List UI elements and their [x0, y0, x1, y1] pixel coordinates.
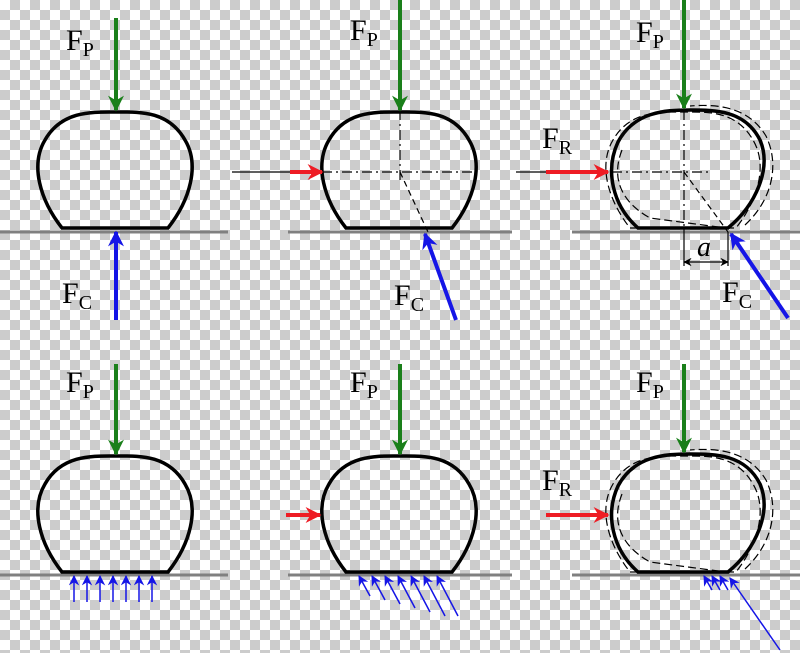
- panel-top-middle: FP FC: [232, 0, 512, 321]
- contact-force-small-arrow: [703, 575, 714, 591]
- tyre-outer-dashed: [689, 448, 774, 570]
- contact-force-small-arrow: [423, 575, 446, 617]
- contact-force-long-arrow: [729, 577, 781, 651]
- panel-bottom-right: FP FR: [542, 364, 800, 651]
- contact-force-label: FC: [722, 276, 752, 313]
- tyre-outline: [36, 454, 194, 574]
- contact-force-label: FC: [394, 279, 424, 316]
- resultant-dashed-line: [399, 171, 429, 233]
- contact-force-small-arrow: [719, 575, 730, 591]
- tyre-outline: [320, 454, 478, 574]
- panel-top-right: a FP FR FC: [516, 0, 800, 320]
- pressing-force-label: FP: [350, 14, 378, 51]
- contact-force-small-arrow: [711, 575, 722, 591]
- contact-force-label: FC: [62, 277, 92, 314]
- resultant-dashed-line: [683, 171, 729, 233]
- tyre-deformed-outline: [609, 452, 766, 574]
- tyre-outline: [36, 110, 194, 230]
- contact-force-small-arrow: [436, 575, 459, 617]
- panel-bottom-left: FP: [0, 364, 228, 602]
- tyre-outer-dashed: [689, 104, 774, 226]
- distributed-contact-forces: [703, 575, 781, 651]
- panel-top-left: FP FC: [0, 18, 228, 320]
- tyre-inner-dashed: [616, 149, 727, 229]
- distributed-contact-forces: [358, 575, 459, 617]
- contact-force-arrow: [729, 232, 790, 320]
- dimension-a-label: a: [697, 232, 711, 263]
- tyre-inner-dashed: [616, 493, 727, 573]
- distributed-contact-forces: [68, 574, 158, 602]
- pressing-force-label: FP: [350, 366, 378, 403]
- contact-force-small-arrow: [371, 575, 386, 601]
- lateral-force-label: FR: [542, 122, 573, 159]
- pressing-force-label: FP: [66, 366, 94, 403]
- panel-bottom-middle: FP: [286, 364, 512, 617]
- lateral-force-label: FR: [542, 464, 573, 501]
- tyre-outline: [320, 110, 478, 230]
- tyre-deformed-outline: [609, 108, 766, 230]
- contact-force-small-arrow: [358, 575, 371, 597]
- contact-force-small-arrow: [410, 575, 431, 613]
- pressing-force-label: FP: [636, 16, 664, 53]
- pressing-force-label: FP: [636, 366, 664, 403]
- pressing-force-label: FP: [66, 24, 94, 61]
- contact-force-small-arrow: [397, 575, 416, 609]
- contact-force-arrow: [422, 232, 458, 321]
- contact-force-small-arrow: [384, 575, 401, 605]
